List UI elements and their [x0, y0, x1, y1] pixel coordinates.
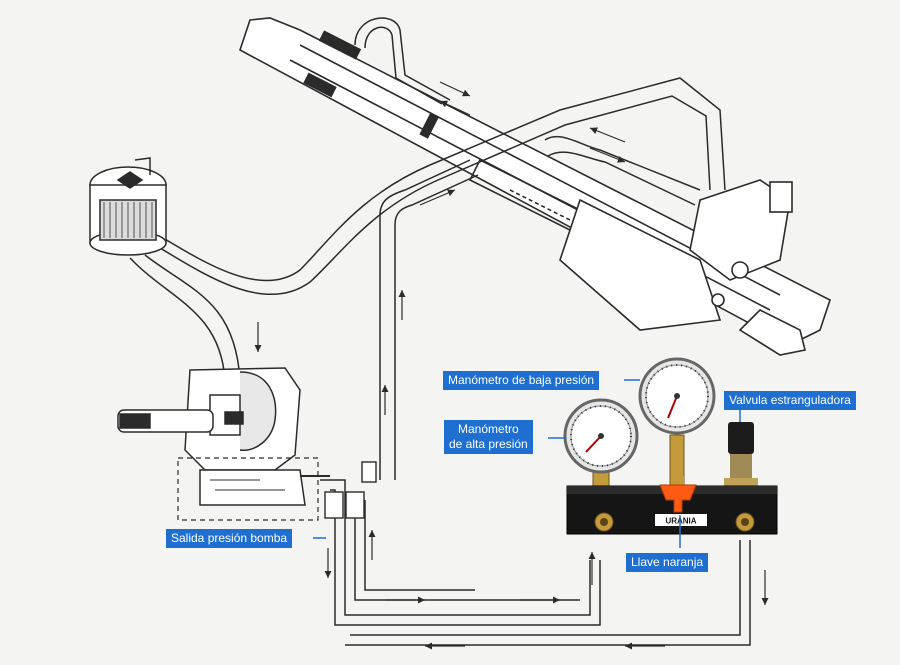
callout-leaders	[313, 379, 741, 548]
low-pressure-gauge-label: Manómetro de baja presión	[443, 371, 600, 390]
line-fittings	[324, 461, 377, 519]
pump-outlet-label: Salida presión bomba	[166, 529, 293, 548]
throttle-valve-knob	[728, 422, 754, 454]
gauge-manifold: URANIA	[563, 357, 778, 535]
steering-rack	[239, 17, 831, 356]
hydraulic-lines	[129, 17, 751, 646]
fluid-reservoir	[89, 157, 167, 256]
flow-arrows	[254, 81, 769, 650]
manifold-brand: URANIA	[665, 517, 696, 526]
orange-valve-label: Llave naranja	[626, 553, 709, 572]
power-steering-pump	[117, 367, 330, 521]
high-pressure-gauge-label-line1: Manómetro	[458, 422, 519, 436]
orange-valve-handle	[659, 484, 697, 513]
high-pressure-gauge-label: Manómetro de alta presión	[444, 420, 533, 454]
throttle-valve-label: Valvula estranguladora	[724, 391, 856, 410]
high-pressure-gauge-label-line2: de alta presión	[449, 437, 528, 451]
